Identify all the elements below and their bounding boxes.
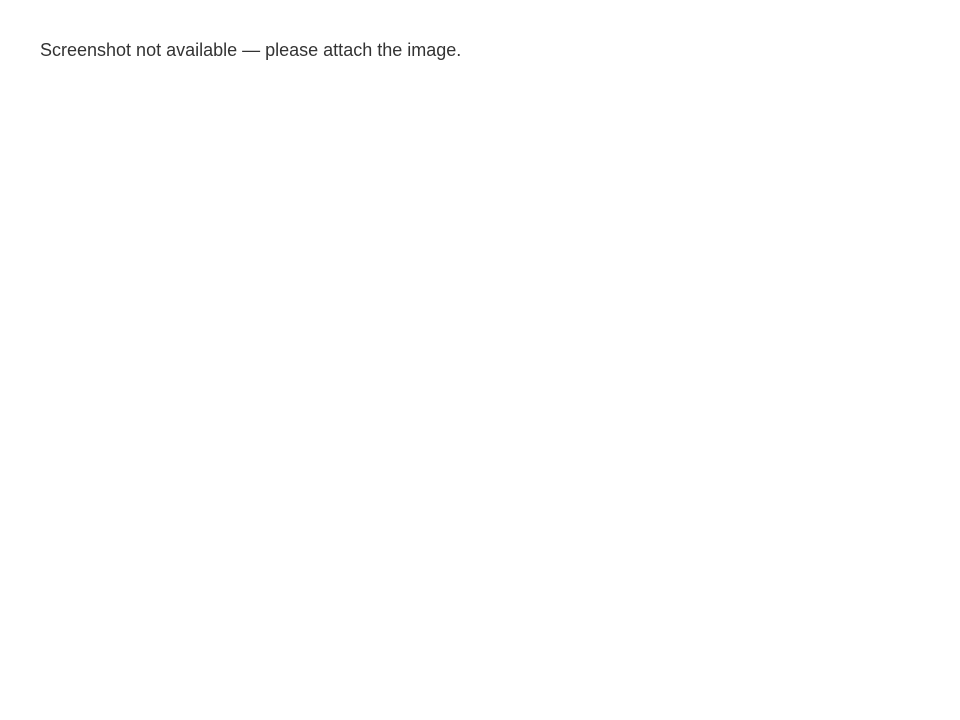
- message: Screenshot not available — please attach…: [40, 40, 462, 60]
